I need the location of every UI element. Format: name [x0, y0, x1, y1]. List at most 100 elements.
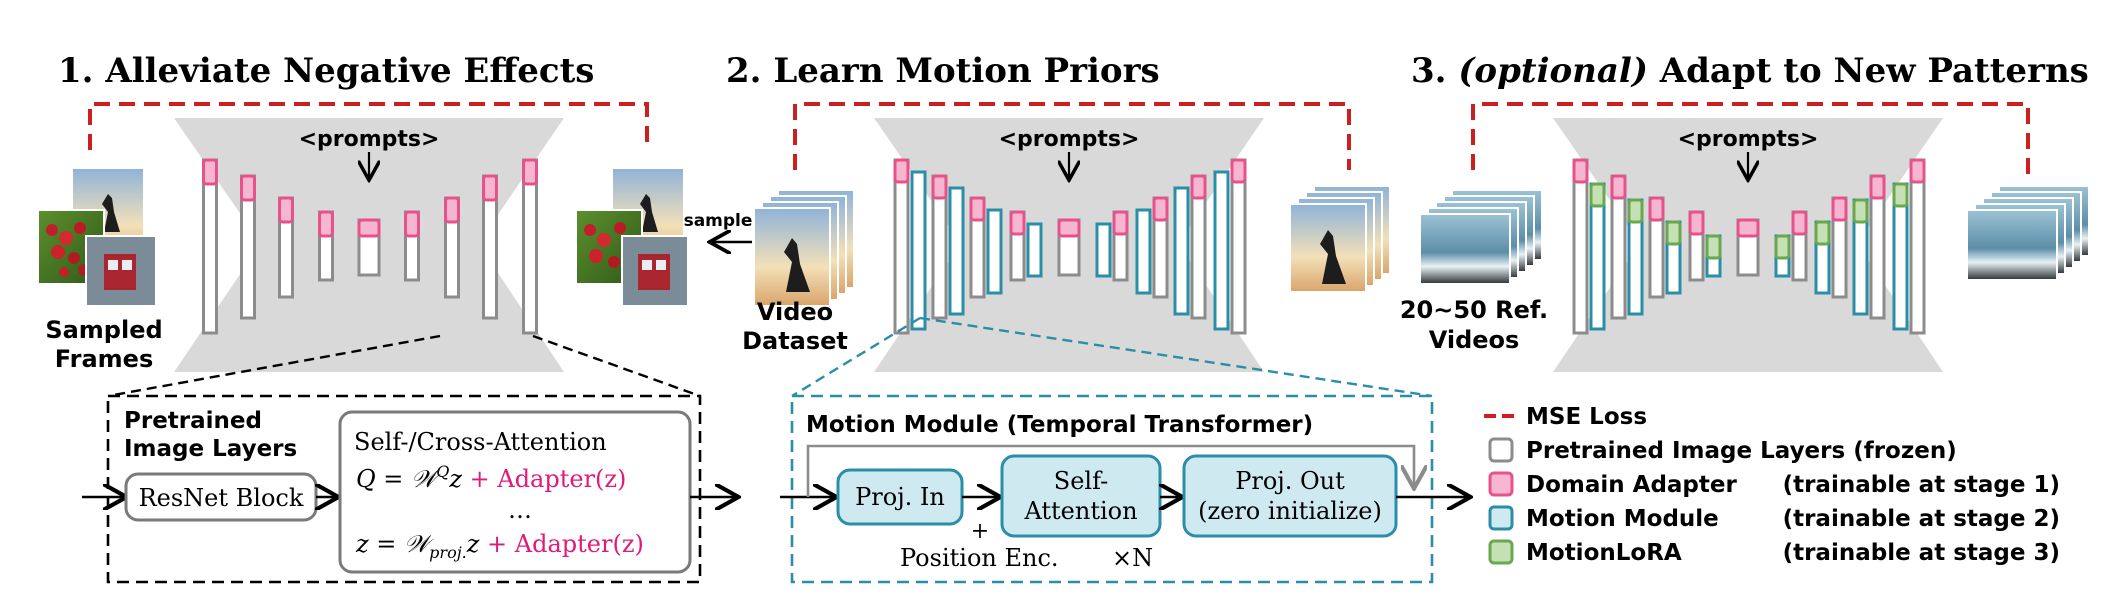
detail-right-connector-left: [791, 316, 921, 398]
motionlora-layer: [1892, 182, 1909, 208]
motionlora-layer: [1627, 198, 1644, 224]
domain-adapter: [1610, 174, 1627, 200]
stage1-output-frames-image: [575, 167, 689, 307]
pretrained-image-layer: [1230, 158, 1247, 335]
domain-adapter: [404, 210, 420, 238]
layer-8: [1173, 174, 1207, 320]
legend-swatch: [1488, 539, 1514, 565]
domain-adapter: [1648, 196, 1665, 222]
stage2-input-label-2: Dataset: [742, 327, 848, 355]
repeat-n-label: ×N: [1112, 544, 1153, 572]
domain-adapter: [1869, 174, 1886, 200]
layer-2: [240, 174, 256, 320]
stage3-input-label-1: 20~50 Ref.: [1400, 296, 1548, 324]
position-encoding-label: Position Enc.: [900, 544, 1059, 572]
motion-module-layer: [1026, 222, 1043, 278]
motion-module-layer: [986, 208, 1003, 295]
legend-note: (trainable at stage 3): [1783, 540, 2060, 566]
stage2-title: 2. Learn Motion Priors: [726, 51, 1160, 91]
stage3-input-label-2: Videos: [1429, 326, 1520, 354]
motionlora-layer: [1589, 182, 1606, 208]
layer-2: [1610, 174, 1644, 320]
stage1-layers: [202, 158, 538, 335]
domain-adapter: [1688, 210, 1705, 236]
stage3-layers: [1572, 158, 1926, 335]
layer-5: [1736, 218, 1760, 277]
legend-item-green: MotionLoRA(trainable at stage 3): [1488, 539, 2060, 566]
layer-5: [357, 218, 381, 277]
resnet-block-label: ResNet Block: [139, 484, 304, 512]
position-plus: +: [971, 519, 989, 544]
layer-8: [482, 174, 498, 320]
layer-2: [931, 174, 965, 320]
pretrained-image-layer: [1909, 158, 1926, 335]
domain-adapter: [893, 158, 910, 184]
stage2-video-dataset-image: [753, 189, 855, 307]
pretrained-image-layer: [202, 158, 218, 335]
stage1-input-label-1: Sampled: [45, 316, 162, 344]
domain-adapter: [1230, 158, 1247, 184]
layer-9: [1213, 158, 1247, 335]
attention-title: Self-/Cross-Attention: [354, 428, 607, 456]
domain-adapter: [240, 174, 256, 202]
layer-3: [969, 196, 1003, 299]
stage1-sampled-frames-image: [37, 167, 157, 307]
layer-9: [522, 158, 538, 335]
layer-6: [404, 210, 420, 282]
pretrained-image-layer: [893, 158, 910, 335]
detail-right-box: [790, 394, 1434, 584]
layer-5: [1057, 218, 1081, 277]
stage3-title: 3. (optional) Adapt to New Patterns: [1411, 51, 2089, 91]
legend-label: Domain Adapter: [1526, 472, 1737, 498]
legend-swatch: [1488, 471, 1514, 497]
pretrained-image-layer: [522, 158, 538, 335]
legend-note: (trainable at stage 1): [1783, 472, 2060, 498]
motion-module-layer: [1095, 222, 1112, 278]
domain-adapter: [357, 218, 381, 238]
motion-module-layer: [1213, 170, 1230, 331]
legend-swatch: [1488, 505, 1514, 531]
layer-6: [1095, 210, 1129, 282]
layer-3: [278, 196, 294, 299]
stage1-mse-loss-line: [88, 102, 649, 150]
motion-module-layer: [1135, 208, 1152, 295]
attention-ellipsis: …: [508, 496, 532, 524]
stage2-output-video-image: [1289, 185, 1391, 293]
layer-7: [1135, 196, 1169, 299]
stage3-reference-videos-image: [1419, 189, 1543, 285]
motion-module-layer: [948, 186, 965, 316]
stage1-prompts-label: <prompts>: [299, 127, 440, 152]
proj-in-label: Proj. In: [855, 483, 945, 511]
domain-adapter: [482, 174, 498, 202]
self-attention-label-1: Self-: [1054, 467, 1108, 495]
legend-label: MSE Loss: [1526, 404, 1647, 430]
residual-connection-arrow: [806, 444, 1414, 497]
domain-adapter: [969, 196, 986, 222]
stage2-layers: [893, 158, 1247, 335]
domain-adapter: [522, 158, 538, 186]
domain-adapter: [278, 196, 294, 224]
stage3-mse-loss-line: [1471, 102, 2030, 175]
sample-label: sample: [684, 211, 753, 231]
layer-6: [1774, 210, 1808, 282]
attention-eq-q: Q = 𝒲Qz + Adapter(z): [356, 462, 626, 493]
stage3-prompts-label: <prompts>: [1678, 127, 1819, 152]
motionlora-layer: [1665, 220, 1682, 246]
domain-adapter: [1572, 158, 1589, 184]
domain-adapter: [1152, 196, 1169, 222]
legend-item-blue: Motion Module (trainable at stage 2): [1488, 505, 2060, 532]
domain-adapter: [1112, 210, 1129, 236]
proj-out-label-2: (zero initialize): [1198, 497, 1382, 525]
domain-adapter: [444, 196, 460, 224]
layer-1: [1572, 158, 1606, 335]
layer-4: [1009, 210, 1043, 282]
legend-label: Motion Module: [1526, 506, 1719, 532]
motionlora-layer: [1852, 198, 1869, 224]
stage1-input-label-2: Frames: [55, 345, 153, 373]
legend-note: (trainable at stage 2): [1783, 506, 2060, 532]
legend-item-dash: MSE Loss: [1484, 404, 1647, 430]
attention-eq-z: z = 𝒲proj.z + Adapter(z): [355, 530, 644, 562]
detail-left-connector-left: [107, 334, 441, 398]
